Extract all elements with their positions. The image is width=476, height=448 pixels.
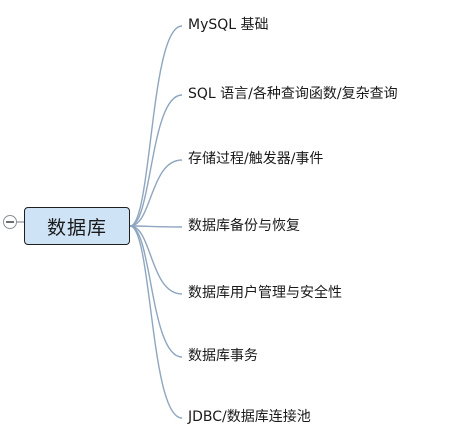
collapse-toggle-icon[interactable] — [3, 215, 17, 229]
branch-node-stored-procedures[interactable]: 存储过程/触发器/事件 — [188, 151, 324, 167]
root-node[interactable]: 数据库 — [24, 207, 130, 245]
connector-line-sql-language — [129, 94, 183, 227]
branch-node-mysql-basics[interactable]: MySQL 基础 — [188, 17, 269, 33]
minus-icon — [6, 221, 14, 223]
connector-line-user-security — [129, 225, 183, 295]
branch-node-backup-restore[interactable]: 数据库备份与恢复 — [188, 218, 300, 234]
branch-node-sql-language[interactable]: SQL 语言/各种查询函数/复杂查询 — [188, 86, 398, 102]
connector-line-jdbc-pool — [129, 225, 183, 419]
connector-line-stored-procedures — [129, 159, 183, 227]
root-node-label: 数据库 — [46, 216, 107, 239]
branch-node-jdbc-pool[interactable]: JDBC/数据库连接池 — [188, 409, 311, 425]
branch-node-user-security[interactable]: 数据库用户管理与安全性 — [188, 285, 342, 301]
connector-line-mysql-basics — [129, 25, 183, 227]
branch-node-transactions[interactable]: 数据库事务 — [188, 348, 258, 364]
connector-line-transactions — [129, 225, 183, 358]
connector-line-backup-restore — [129, 225, 183, 228]
